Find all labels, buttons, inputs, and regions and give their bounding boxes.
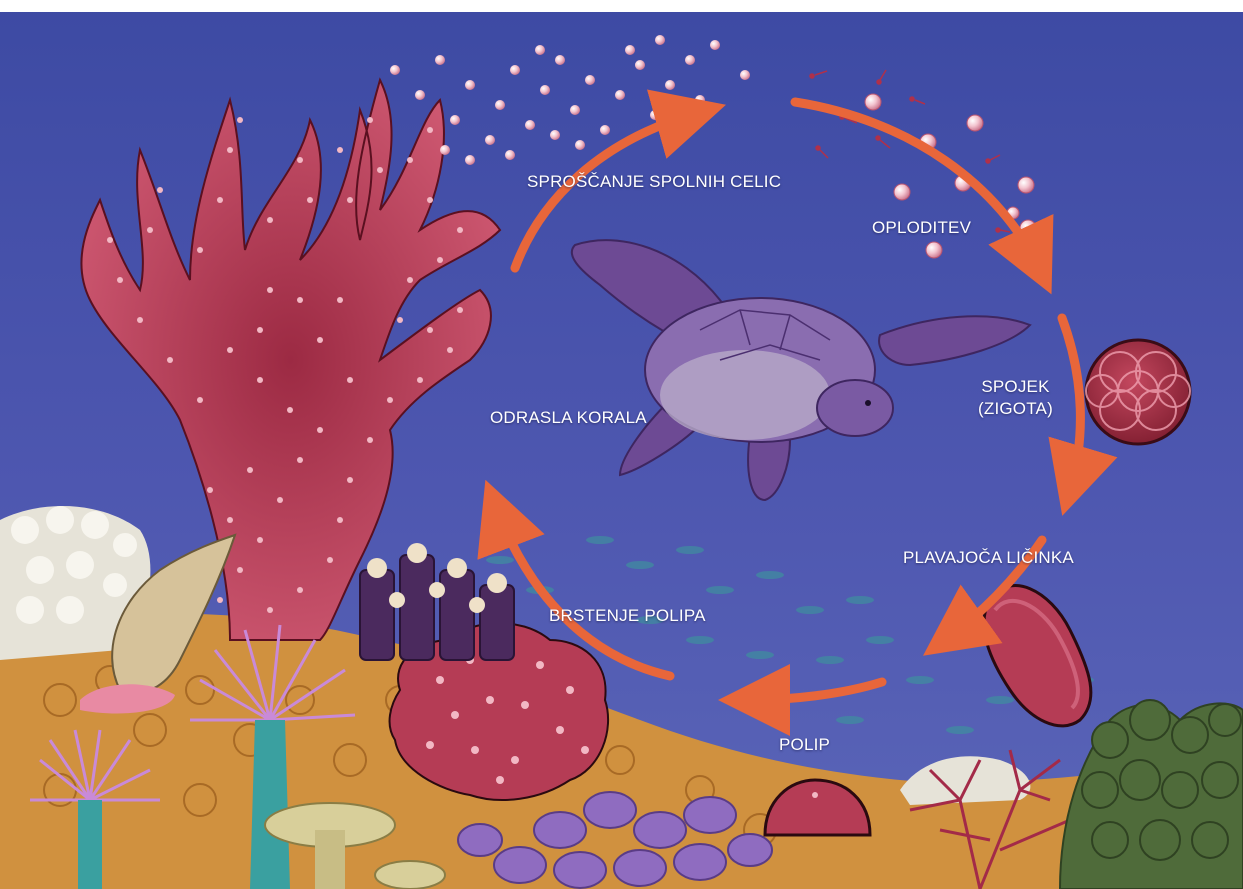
- zygote-icon: [1086, 340, 1190, 444]
- label-polyp: POLIP: [779, 735, 830, 755]
- label-zygote-line2: (ZIGOTA): [978, 398, 1053, 420]
- label-release: SPROŠČANJE SPOLNIH CELIC: [527, 172, 781, 192]
- anemone-right-stalk: [250, 720, 290, 889]
- label-adult: ODRASLA KORALA: [490, 408, 647, 428]
- label-budding: BRSTENJE POLIPA: [549, 606, 706, 626]
- label-zygote: SPOJEK (ZIGOTA): [978, 376, 1053, 420]
- label-larva: PLAVAJOČA LIČINKA: [903, 548, 1074, 568]
- label-fertilization: OPLODITEV: [872, 218, 971, 238]
- anemone-left-stalk: [78, 800, 102, 889]
- top-frame: [0, 0, 1243, 12]
- label-zygote-line1: SPOJEK: [978, 376, 1053, 398]
